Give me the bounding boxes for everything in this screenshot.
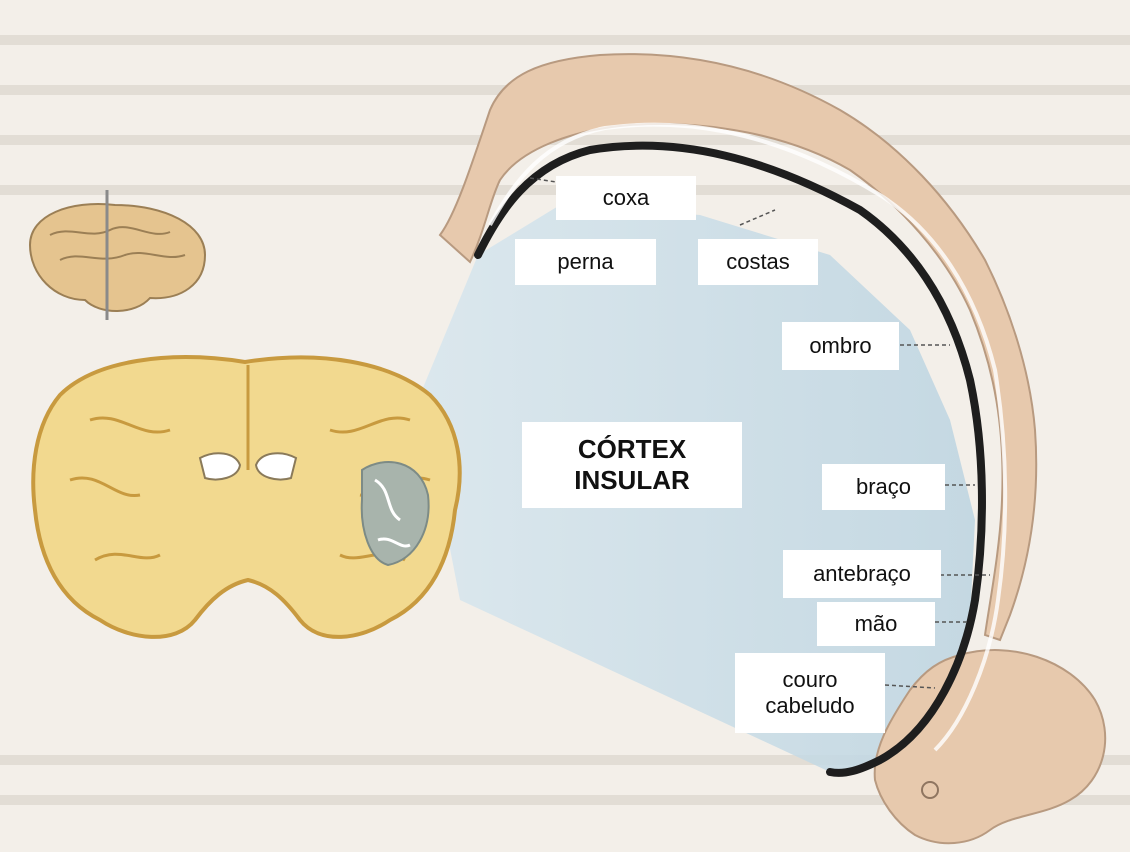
label-perna: perna — [515, 239, 656, 285]
couro-line-2: cabeludo — [765, 693, 854, 719]
label-ombro: ombro — [782, 322, 899, 370]
label-cortex-insular: CÓRTEX INSULAR — [522, 422, 742, 508]
title-line-1: CÓRTEX — [578, 434, 686, 465]
label-costas: costas — [698, 239, 818, 285]
title-line-2: INSULAR — [574, 465, 690, 496]
couro-line-1: couro — [782, 667, 837, 693]
label-mao: mão — [817, 602, 935, 646]
label-antebraco: antebraço — [783, 550, 941, 598]
label-braco: braço — [822, 464, 945, 510]
label-couro-cabeludo: couro cabeludo — [735, 653, 885, 733]
label-coxa: coxa — [556, 176, 696, 220]
coronal-brain-section — [33, 357, 459, 637]
lateral-brain-icon — [30, 190, 205, 320]
